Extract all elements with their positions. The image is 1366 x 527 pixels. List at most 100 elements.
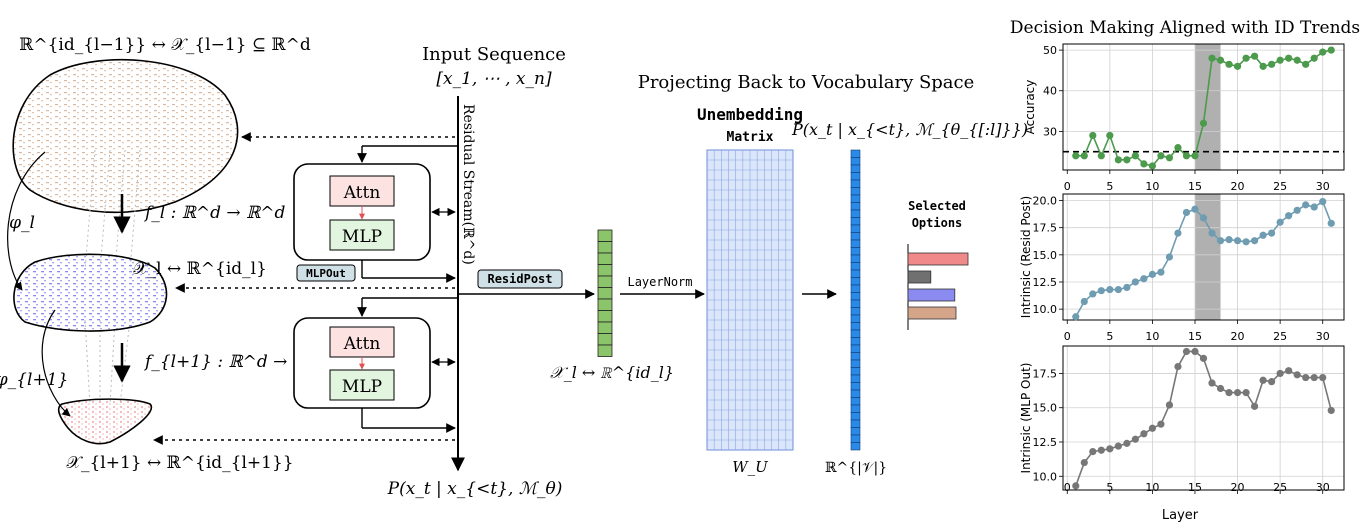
data-point (1199, 214, 1208, 222)
data-point (1114, 442, 1122, 450)
data-point (1259, 231, 1267, 239)
data-point (1242, 389, 1250, 397)
feature-vector-cell (597, 229, 613, 242)
vocab-vector-cell (850, 299, 861, 308)
x-tick-label: 5 (1106, 330, 1113, 343)
feature-vector-cell (597, 310, 613, 323)
data-point (1242, 238, 1250, 246)
data-point (1225, 389, 1233, 397)
vocab-vector-cell (850, 442, 861, 451)
vocab-vector-cell (850, 284, 861, 293)
data-point (1080, 297, 1088, 306)
chart-section: Decision Making Aligned with ID Trends 3… (1010, 18, 1360, 523)
data-point (1250, 52, 1259, 60)
x-tick-label: 5 (1106, 481, 1113, 494)
data-point (1165, 154, 1174, 162)
manifold-top-label: ℝ^{id_{l−1}} ↔ 𝒳_{l−1} ⊆ ℝ^d (19, 35, 311, 55)
data-point (1208, 379, 1216, 387)
x-tick-label: 5 (1106, 180, 1113, 193)
data-point (1072, 152, 1080, 160)
option-bar (907, 288, 956, 302)
feature-vector-cell (597, 252, 613, 265)
data-point (1268, 378, 1276, 386)
y-tick-label: 15.0 (1033, 402, 1058, 415)
y-tick-label: 10.0 (1033, 470, 1058, 483)
vocab-vector-cell (850, 232, 861, 241)
y-tick-label: 15.0 (1033, 249, 1058, 262)
vocab-vector-cell (850, 322, 861, 331)
vocab-vector-cell (850, 209, 861, 218)
data-point (1216, 56, 1225, 64)
f-l1-label: f_{l+1} : ℝ^d → ℝ^d (143, 352, 332, 372)
y-axis-label: Accuracy (1023, 80, 1037, 135)
data-point (1310, 373, 1318, 382)
selected-title-1: Selected (908, 199, 966, 213)
vocab-vector-cell (850, 412, 861, 421)
data-point (1276, 218, 1284, 226)
x-tick-label: 25 (1273, 330, 1287, 343)
vocab-vector-cell (850, 434, 861, 443)
data-point (1123, 283, 1131, 292)
block1-attn-label: Attn (343, 183, 381, 203)
vocab-vector-cell (850, 314, 861, 323)
selected-title-2: Options (912, 216, 963, 230)
vocab-vector-cell (850, 239, 861, 248)
data-point (1097, 446, 1105, 454)
data-point (1268, 60, 1276, 68)
data-point (1148, 270, 1157, 278)
vocab-vector-cell (850, 367, 861, 376)
data-point (1233, 237, 1242, 245)
series-line (1075, 350, 1333, 487)
vocab-vector-cell (850, 254, 861, 263)
y-tick-label: 50 (1043, 44, 1057, 57)
vocab-vector-cell (850, 187, 861, 196)
option-bar (907, 306, 957, 320)
data-point (1250, 402, 1259, 410)
data-point (1157, 152, 1165, 160)
vocab-vector-cell (850, 224, 861, 233)
vocab-vector-cell (850, 179, 861, 188)
vocab-vector-cell (850, 164, 861, 173)
feature-vector-cell (597, 344, 613, 357)
data-point (1089, 290, 1097, 298)
f-l-label: f_l : ℝ^d → ℝ^d (143, 203, 285, 223)
x-tick-label: 30 (1316, 481, 1330, 494)
residpost-tag (477, 269, 563, 289)
feature-label: 𝒳_l ↔ ℝ^{id_l} (550, 363, 674, 382)
transformer-section: Input Sequence [x_1, ⋯ , x_n] Residual S… (293, 44, 595, 499)
vocab-vector-cell (850, 292, 861, 301)
data-point (1242, 54, 1250, 62)
y-tick-label: 12.5 (1033, 436, 1058, 449)
data-point (1319, 48, 1327, 56)
option-bar (907, 270, 932, 284)
prob-label: P(x_t | x_{<t}, ℳ_{θ_{[:l]}}) (791, 120, 1028, 139)
block1-mlp-box (329, 219, 395, 251)
vocab-vector-cell (850, 217, 861, 226)
block2-mlp-label: MLP (342, 377, 382, 397)
x-tick-label: 20 (1231, 481, 1245, 494)
vocab-vector-cell (850, 427, 861, 436)
vocab-vector-cell (850, 352, 861, 361)
feature-vector-cell (597, 298, 613, 311)
data-point (1097, 152, 1105, 160)
block1-mlp-label: MLP (342, 227, 382, 247)
vocab-vector-cell (850, 157, 861, 166)
phi-l-arrow (7, 151, 46, 291)
block2-attn-label: Attn (343, 334, 381, 354)
x-tick-label: 15 (1188, 330, 1202, 343)
x-tick-label: 20 (1231, 180, 1245, 193)
vocab-vector-cell (850, 404, 861, 413)
vocab-vector-cell (850, 247, 861, 256)
y-tick-label: 12.5 (1033, 276, 1058, 289)
vocab-vector (850, 149, 861, 451)
data-point (1123, 439, 1131, 447)
vocab-vector-cell (850, 269, 861, 278)
unembed-title-1: Unembedding (697, 105, 803, 124)
manifold-mid-label: 𝒳_l ↔ ℝ^{id_l} (133, 259, 267, 279)
manifold-link-lines (84, 149, 141, 406)
y-axis-label: Intrinsic (MLP Out) (1019, 363, 1033, 474)
data-point (1208, 229, 1216, 237)
vocab-vector-cell (850, 149, 861, 158)
